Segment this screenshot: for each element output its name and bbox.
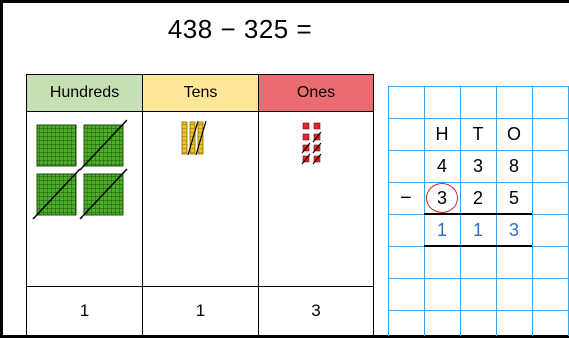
tens-rods xyxy=(143,112,259,286)
header-hundreds: H xyxy=(424,118,460,150)
answer-tens: 1 xyxy=(460,214,496,246)
ones-column: Ones xyxy=(259,75,373,336)
hundreds-body xyxy=(27,112,142,286)
equation-title: 438 − 325 = xyxy=(120,14,360,54)
subtrahend-tens: 2 xyxy=(460,182,496,214)
hundred-block-crossed xyxy=(80,120,127,170)
ten-rod-crossed xyxy=(196,121,206,155)
subtrahend-hundreds: 3 xyxy=(424,182,460,214)
tens-body xyxy=(143,112,258,286)
ten-rod xyxy=(182,122,187,154)
one-cube xyxy=(303,123,309,129)
hundreds-column: Hundreds xyxy=(27,75,143,336)
answer-hundreds: 1 xyxy=(424,214,460,246)
column-method-grid: H T O 4 3 8 − 3 2 5 1 1 3 xyxy=(388,86,569,336)
hundred-block xyxy=(37,125,76,166)
subtrahend-ones: 5 xyxy=(496,182,532,214)
hundred-block-crossed xyxy=(33,169,80,219)
minuend-ones: 8 xyxy=(496,150,532,182)
tens-result: 1 xyxy=(143,286,258,338)
answer-ones: 3 xyxy=(496,214,532,246)
ones-cubes xyxy=(259,112,373,286)
one-cube xyxy=(314,123,320,129)
ten-rod-crossed xyxy=(188,121,198,155)
hundreds-result: 1 xyxy=(27,286,142,338)
ones-body xyxy=(259,112,373,286)
place-value-chart: Hundreds xyxy=(26,74,374,337)
minuend-tens: 3 xyxy=(460,150,496,182)
minuend-hundreds: 4 xyxy=(424,150,460,182)
tens-header: Tens xyxy=(143,75,258,112)
tens-column: Tens 1 xyxy=(143,75,259,336)
minus-sign: − xyxy=(400,182,412,214)
header-tens: T xyxy=(460,118,496,150)
hundred-block-crossed xyxy=(80,169,127,219)
ones-result: 3 xyxy=(259,286,373,338)
ones-header: Ones xyxy=(259,75,373,112)
hundreds-header: Hundreds xyxy=(27,75,142,112)
header-ones: O xyxy=(496,118,532,150)
one-cube xyxy=(303,134,309,140)
hundreds-blocks xyxy=(27,112,143,286)
